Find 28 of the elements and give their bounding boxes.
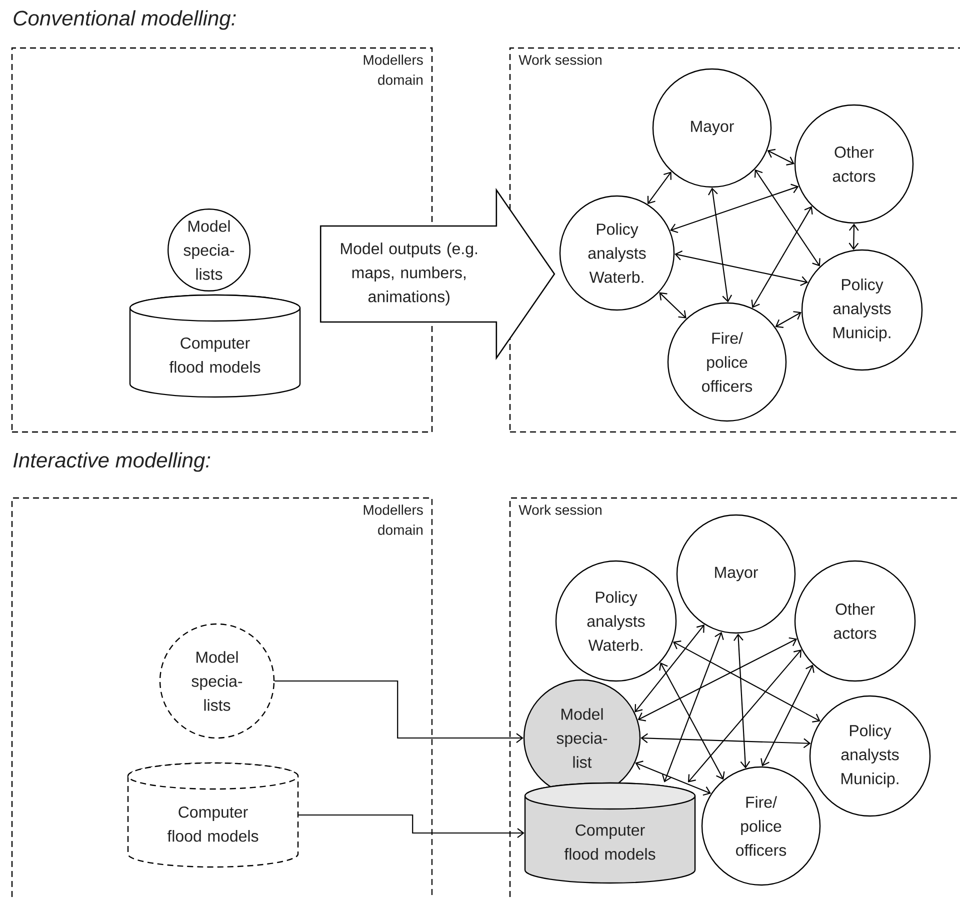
section-heading: Interactive modelling: (13, 452, 210, 472)
double-arrow (670, 184, 799, 234)
double-arrow (634, 624, 704, 712)
double-arrow (767, 148, 794, 166)
database-cylinder: Computer flood models (129, 294, 301, 398)
double-arrow (754, 169, 820, 266)
elbow-arrow (298, 814, 524, 838)
double-arrow (708, 188, 732, 302)
double-arrow (640, 733, 811, 748)
double-arrow (775, 311, 802, 328)
double-arrow (688, 649, 802, 782)
double-arrow (635, 760, 712, 796)
double-arrow (638, 637, 798, 722)
double-arrow (674, 250, 808, 286)
double-arrow (659, 662, 725, 780)
double-arrow (848, 224, 859, 250)
double-arrow (662, 632, 724, 782)
double-arrow (659, 292, 686, 318)
database-cylinder: Computer flood models (524, 782, 696, 884)
double-arrow (751, 206, 813, 308)
database-cylinder: Computer flood models (127, 762, 299, 868)
block-arrow (320, 188, 556, 360)
double-arrow (760, 664, 814, 766)
double-arrow (647, 172, 672, 204)
elbow-arrow (274, 680, 524, 743)
double-arrow (672, 640, 820, 722)
section-heading: Conventional modelling: (14, 10, 236, 30)
double-arrow (734, 634, 750, 768)
